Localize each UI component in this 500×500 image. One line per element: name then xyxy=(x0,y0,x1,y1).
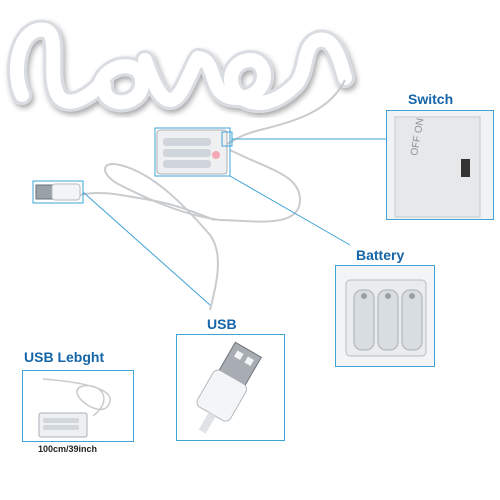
usb-detail-box xyxy=(176,334,285,441)
love-neon-sign xyxy=(6,19,355,113)
switch-label: Switch xyxy=(408,91,454,107)
usb-length-label: USB Lebght xyxy=(24,349,105,365)
usb-plug xyxy=(35,183,81,201)
switch-detail-box: OFF ON xyxy=(386,110,494,220)
usb-length-value: 100cm/39inch xyxy=(38,444,98,454)
usb-length-detail-box xyxy=(22,370,134,442)
battery-box xyxy=(156,129,228,175)
battery-label: Battery xyxy=(356,247,405,263)
usb-label: USB xyxy=(207,316,237,332)
cable xyxy=(79,79,346,311)
callout-lines xyxy=(32,127,386,306)
battery-detail-box xyxy=(335,265,435,367)
